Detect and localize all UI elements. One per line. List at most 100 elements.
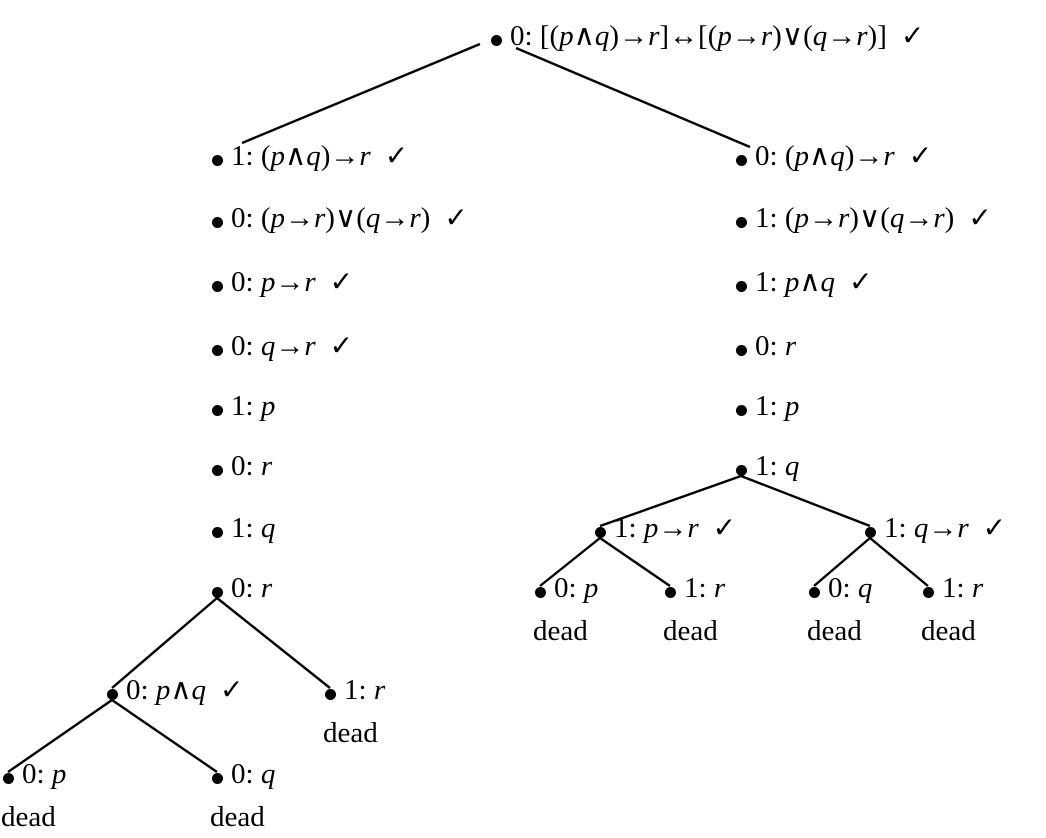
node-formula: 0: p∧q xyxy=(126,674,207,706)
node-formula: 1: q xyxy=(231,512,276,544)
check-mark-icon: ✓ xyxy=(968,201,992,234)
node-formula: 1: (p∧q)→r xyxy=(231,140,371,172)
dead-branch-label: dead xyxy=(921,615,976,647)
node-formula: 1: r xyxy=(344,674,386,706)
node-dot-RB2 xyxy=(922,586,934,598)
edge-LA-LA2 xyxy=(111,699,218,773)
node-dot-L8 xyxy=(211,586,223,598)
dead-branch-label: dead xyxy=(1,801,56,833)
node-formula: 0: r xyxy=(231,572,273,604)
dead-branch-label: dead xyxy=(663,615,718,647)
node-dot-LA1 xyxy=(2,772,14,784)
node-formula: 0: r xyxy=(231,450,273,482)
edge-L8-LB xyxy=(216,597,331,689)
node-label-L5: 1: p xyxy=(231,389,275,423)
node-label-R4: 0: r xyxy=(755,329,796,363)
node-label-R6: 1: q xyxy=(755,449,799,483)
dead-branch-label: dead xyxy=(323,717,378,749)
edge-RA-RA2 xyxy=(599,537,671,587)
node-formula: 0: p→r xyxy=(231,266,316,298)
node-formula: 0: r xyxy=(755,330,797,362)
edge-R6-RB xyxy=(740,474,871,528)
edge-L8-LA xyxy=(111,597,218,689)
node-formula: 0: [(p∧q)→r]↔[(p→r)∨(q→r)] xyxy=(510,20,887,52)
node-label-L8: 0: r xyxy=(231,571,272,605)
node-label-root: 0: [(p∧q)→r]↔[(p→r)∨(q→r)] ✓ xyxy=(510,19,924,53)
node-formula: 1: q xyxy=(755,450,800,482)
node-formula: 1: p xyxy=(755,390,800,422)
node-formula: 1: p∧q xyxy=(755,266,836,298)
node-dot-RB xyxy=(864,526,876,538)
dead-branch-label: dead xyxy=(533,615,588,647)
node-label-LA2: 0: q xyxy=(231,757,275,791)
check-mark-icon: ✓ xyxy=(900,19,925,52)
node-dot-L7 xyxy=(211,526,223,538)
node-dot-L5 xyxy=(211,404,223,416)
node-dot-R4 xyxy=(735,344,747,356)
check-mark-icon: ✓ xyxy=(329,265,354,298)
check-mark-icon: ✓ xyxy=(982,511,1007,544)
node-dot-RA xyxy=(594,526,606,538)
check-mark-icon: ✓ xyxy=(849,265,873,298)
node-label-L2: 0: (p→r)∨(q→r) ✓ xyxy=(231,201,468,235)
dead-branch-label: dead xyxy=(807,615,862,647)
dead-branch-label: dead xyxy=(210,801,265,833)
node-dot-root xyxy=(490,34,502,46)
node-label-R1: 0: (p∧q)→r ✓ xyxy=(755,139,932,173)
node-formula: 1: p xyxy=(231,390,276,422)
node-label-RA1: 0: p xyxy=(554,571,598,605)
node-formula: 0: q xyxy=(231,758,276,790)
node-formula: 0: p xyxy=(22,758,67,790)
node-label-RB2: 1: r xyxy=(942,571,983,605)
node-dot-RA2 xyxy=(664,586,676,598)
check-mark-icon: ✓ xyxy=(908,139,933,172)
node-label-L7: 1: q xyxy=(231,511,275,545)
node-label-R5: 1: p xyxy=(755,389,799,423)
edge-root-L1 xyxy=(241,42,481,145)
node-label-LA1: 0: p xyxy=(22,757,66,791)
edge-RB-RB2 xyxy=(869,537,929,587)
node-label-R3: 1: p∧q ✓ xyxy=(755,265,873,299)
node-label-RB: 1: q→r ✓ xyxy=(884,511,1006,545)
edge-R6-RA xyxy=(599,474,742,528)
node-formula: 1: (p→r)∨(q→r) xyxy=(755,202,955,234)
node-label-R2: 1: (p→r)∨(q→r) ✓ xyxy=(755,201,992,235)
node-formula: 1: q→r xyxy=(884,512,969,544)
node-dot-L6 xyxy=(211,464,223,476)
node-dot-RB1 xyxy=(808,586,820,598)
node-label-L1: 1: (p∧q)→r ✓ xyxy=(231,139,408,173)
node-dot-L4 xyxy=(211,344,223,356)
edge-RB-RB1 xyxy=(813,537,871,587)
node-formula: 1: r xyxy=(684,572,726,604)
check-mark-icon: ✓ xyxy=(712,511,737,544)
tree-edges xyxy=(7,42,929,773)
node-label-L6: 0: r xyxy=(231,449,272,483)
node-formula: 0: q→r xyxy=(231,330,316,362)
node-dot-L3 xyxy=(211,280,223,292)
node-label-RB1: 0: q xyxy=(828,571,872,605)
node-dot-LA xyxy=(106,688,118,700)
node-dot-LB xyxy=(324,688,336,700)
node-dot-RA1 xyxy=(534,586,546,598)
node-formula: 0: q xyxy=(828,572,873,604)
node-dot-L2 xyxy=(211,216,223,228)
edge-root-R1 xyxy=(515,46,751,149)
node-dot-R1 xyxy=(735,154,747,166)
node-dot-LA2 xyxy=(211,772,223,784)
check-mark-icon: ✓ xyxy=(444,201,468,234)
node-formula: 0: (p∧q)→r xyxy=(755,140,895,172)
node-formula: 1: p→r xyxy=(614,512,699,544)
node-formula: 1: r xyxy=(942,572,984,604)
node-formula: 0: p xyxy=(554,572,599,604)
node-label-RA2: 1: r xyxy=(684,571,725,605)
node-formula: 0: (p→r)∨(q→r) xyxy=(231,202,431,234)
check-mark-icon: ✓ xyxy=(329,329,354,362)
node-label-L3: 0: p→r ✓ xyxy=(231,265,353,299)
node-dot-R2 xyxy=(735,216,747,228)
edge-LA-LA1 xyxy=(7,699,113,773)
node-dot-R3 xyxy=(735,280,747,292)
check-mark-icon: ✓ xyxy=(384,139,409,172)
node-dot-R6 xyxy=(735,464,747,476)
node-label-LA: 0: p∧q✓ xyxy=(126,673,244,707)
